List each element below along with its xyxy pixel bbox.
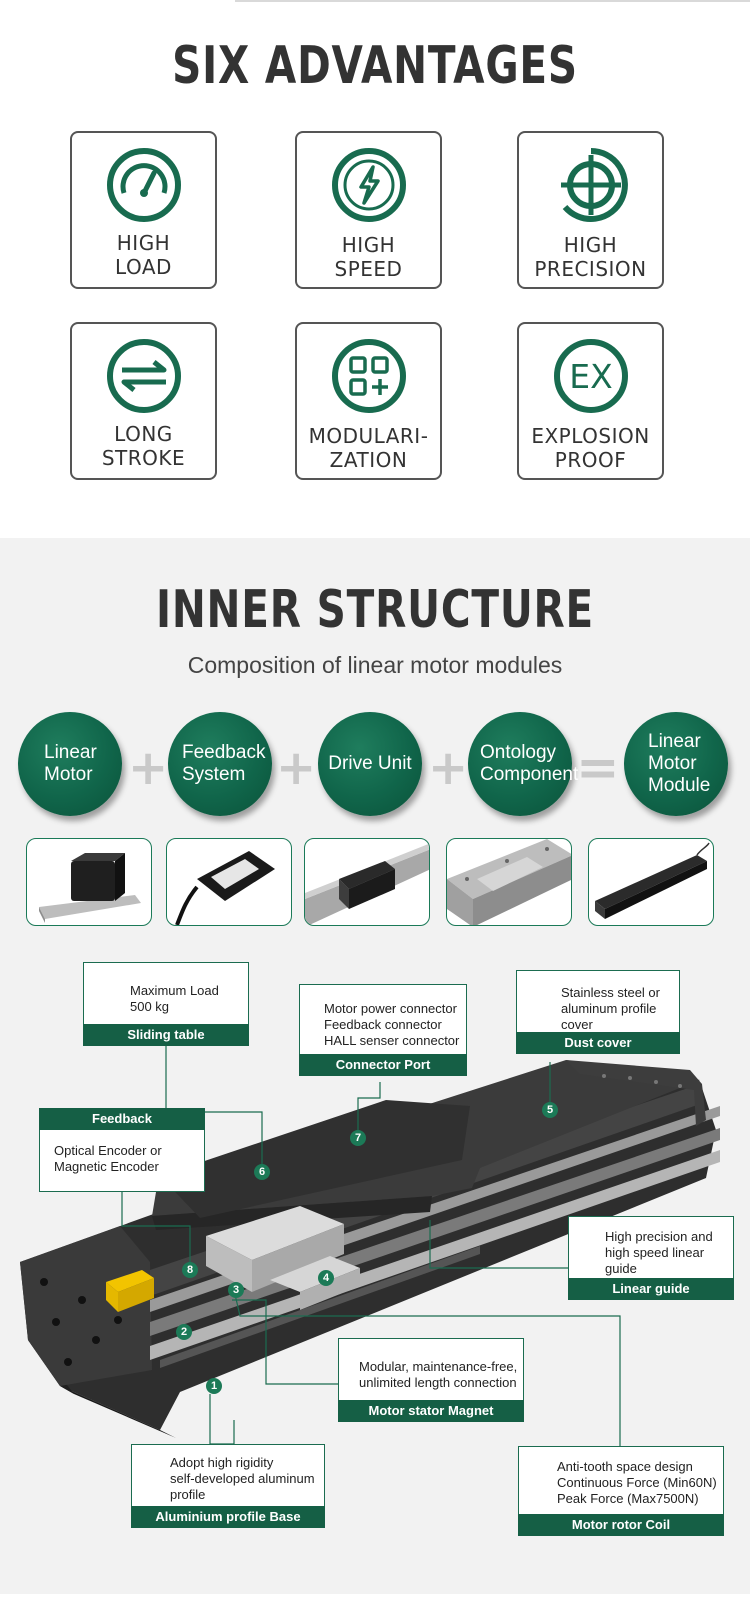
callout-desc: Stainless steel or aluminum profile cove… <box>561 985 660 1032</box>
advantage-card-long-stroke: LONG STROKE <box>70 322 217 480</box>
component-drive-unit: Drive Unit <box>318 712 422 816</box>
callout-label: Feedback <box>39 1108 205 1130</box>
marker-4: 4 <box>318 1270 334 1286</box>
thumb-linear-motor <box>26 838 152 926</box>
callout-connector-port: Motor power connector Feedback connector… <box>299 984 467 1076</box>
marker-3: 3 <box>228 1282 244 1298</box>
advantage-card-high-precision: HIGH PRECISION <box>517 131 664 289</box>
callout-label: Aluminium profile Base <box>131 1506 325 1528</box>
crosshair-icon <box>560 148 628 222</box>
lightning-icon <box>331 148 406 222</box>
callout-desc: Anti-tooth space design Continuous Force… <box>557 1459 717 1506</box>
advantage-label: HIGH PRECISION <box>534 233 647 281</box>
advantage-card-explosion-proof: EX EXPLOSION PROOF <box>517 322 664 480</box>
advantage-label: HIGH SPEED <box>334 233 403 281</box>
marker-7: 7 <box>350 1130 366 1146</box>
advantage-label: EXPLOSION PROOF <box>531 424 650 472</box>
callout-sliding-table: Maximum Load 500 kg Sliding table <box>83 962 249 1046</box>
callout-label: Sliding table <box>83 1024 249 1046</box>
plus-operator: + <box>276 740 317 796</box>
marker-6: 6 <box>254 1164 270 1180</box>
callout-desc: Modular, maintenance-free, unlimited len… <box>359 1359 518 1390</box>
callout-dust-cover: Stainless steel or aluminum profile cove… <box>516 970 680 1054</box>
advantages-title: SIX ADVANTAGES <box>172 36 578 96</box>
bottom-strip <box>0 1594 750 1600</box>
plus-operator: + <box>428 740 469 796</box>
marker-5: 5 <box>542 1102 558 1118</box>
advantage-card-modularization: MODULARI- ZATION <box>295 322 442 480</box>
advantage-card-high-speed: HIGH SPEED <box>295 131 442 289</box>
structure-title: INNER STRUCTURE <box>155 580 595 640</box>
ex-icon: EX <box>553 339 628 413</box>
thumb-linear-motor-module <box>588 838 714 926</box>
marker-1: 1 <box>206 1378 222 1394</box>
callout-motor-stator-magnet: Modular, maintenance-free, unlimited len… <box>338 1338 524 1422</box>
callout-label: Motor stator Magnet <box>338 1400 524 1422</box>
advantage-card-high-load: HIGH LOAD <box>70 131 217 289</box>
callout-label: Linear guide <box>568 1278 734 1300</box>
advantage-label: MODULARI- ZATION <box>308 424 429 472</box>
thumb-ontology-component <box>446 838 572 926</box>
marker-8: 8 <box>182 1262 198 1278</box>
component-linear-motor-module: Linear Motor Module <box>624 712 728 816</box>
thumb-feedback-system <box>166 838 292 926</box>
callout-motor-rotor-coil: Anti-tooth space design Continuous Force… <box>518 1446 724 1536</box>
modules-icon <box>331 339 406 413</box>
advantage-label: LONG STROKE <box>101 422 186 470</box>
callout-desc: Maximum Load 500 kg <box>130 983 219 1014</box>
callout-label: Dust cover <box>516 1032 680 1054</box>
top-divider <box>235 0 750 2</box>
marker-2: 2 <box>176 1324 192 1340</box>
arrows-exchange-icon <box>106 339 181 413</box>
callout-linear-guide: High precision and high speed linear gui… <box>568 1216 734 1300</box>
thumb-drive-unit <box>304 838 430 926</box>
callout-label: Connector Port <box>299 1054 467 1076</box>
component-linear-motor: Linear Motor <box>18 712 122 816</box>
callout-feedback: Feedback Optical Encoder or Magnetic Enc… <box>39 1108 205 1192</box>
gauge-icon <box>106 148 181 222</box>
callout-desc: Adopt high rigidity self-developed alumi… <box>170 1455 315 1502</box>
callout-aluminium-profile-base: Adopt high rigidity self-developed alumi… <box>131 1444 325 1528</box>
svg-text:EX: EX <box>569 357 612 396</box>
callout-desc: Optical Encoder or Magnetic Encoder <box>54 1143 162 1174</box>
equals-operator: = <box>576 738 620 798</box>
advantage-label: HIGH LOAD <box>115 231 172 279</box>
callout-label: Motor rotor Coil <box>518 1514 724 1536</box>
callout-desc: High precision and high speed linear gui… <box>605 1229 713 1276</box>
component-feedback-system: Feedback System <box>168 712 272 816</box>
structure-subtitle: Composition of linear motor modules <box>187 652 563 678</box>
component-ontology: Ontology Component <box>468 712 578 816</box>
callout-desc: Motor power connector Feedback connector… <box>324 1001 460 1048</box>
plus-operator: + <box>128 740 169 796</box>
